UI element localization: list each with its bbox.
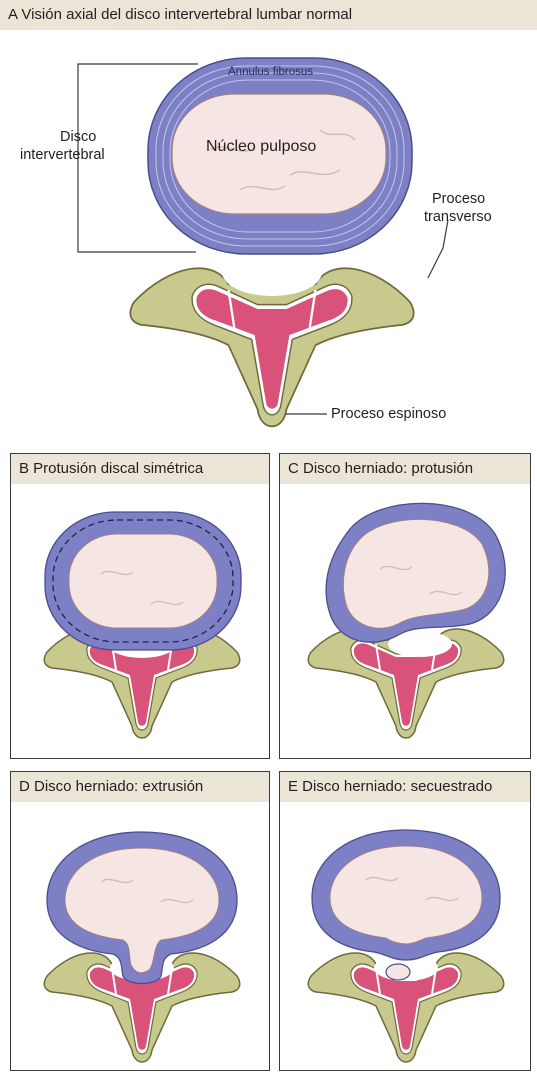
panel-d: D Disco herniado: extrusión <box>10 771 270 1071</box>
panel-b: B Protusión discal simétrica <box>10 453 270 759</box>
panel-e-illustration <box>280 772 532 1072</box>
transverse-label-line2: transverso <box>424 208 492 226</box>
transverse-label-line1: Proceso <box>432 190 485 208</box>
disc-label-line2: intervertebral <box>20 146 105 164</box>
panel-e: E Disco herniado: secuestrado <box>279 771 531 1071</box>
spinous-label: Proceso espinoso <box>331 405 446 423</box>
panel-d-illustration <box>11 772 271 1072</box>
transverse-leader-line <box>428 220 448 278</box>
panel-a: A Visión axial del disco intervertebral … <box>0 0 537 448</box>
disc-label-line1: Disco <box>60 128 96 146</box>
annulus-label: Annulus fibrosus <box>228 63 313 81</box>
panel-b-illustration <box>11 454 271 760</box>
spinal-canal <box>222 248 322 296</box>
panel-c-illustration <box>280 454 532 760</box>
panel-c: C Disco herniado: protusión <box>279 453 531 759</box>
nucleus-label: Núcleo pulposo <box>206 138 316 156</box>
